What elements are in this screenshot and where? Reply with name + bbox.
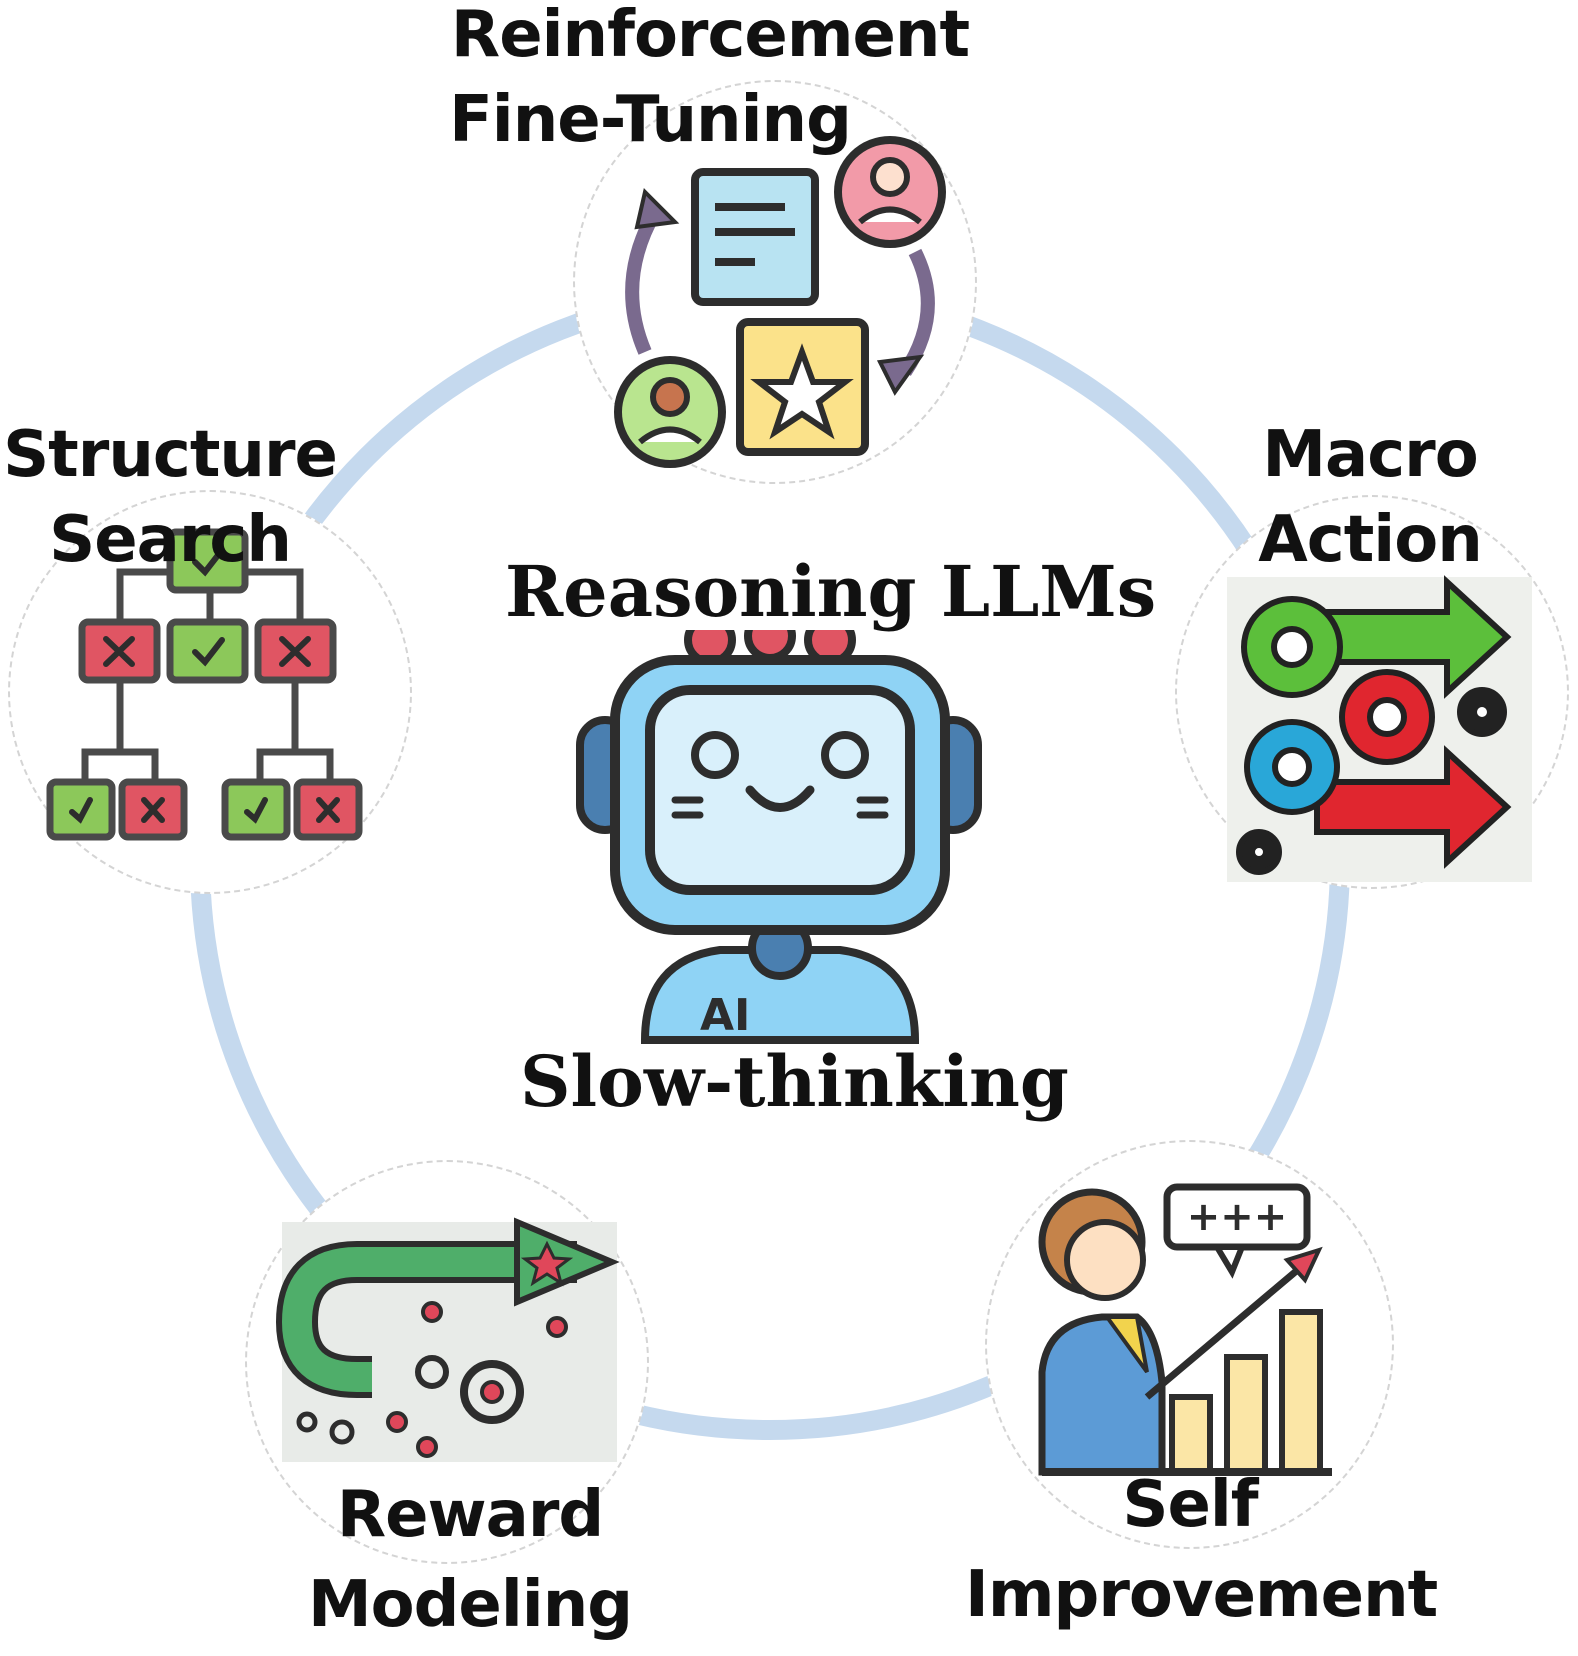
node-structure-search	[8, 490, 412, 894]
decision-tree-icon	[46, 528, 363, 841]
bubble-plus-text: +++	[1187, 1194, 1288, 1240]
label-macro: Macro	[1262, 418, 1478, 492]
center-subtitle: Slow-thinking	[520, 1040, 1069, 1123]
robot-badge: AI	[700, 990, 750, 1041]
label-self: Self	[1122, 1468, 1258, 1542]
label-reinforcement: Reinforcement	[450, 0, 970, 72]
label-structure: Structure	[3, 418, 338, 492]
gears-arrows-icon	[1227, 575, 1532, 882]
node-reinforcement-fine-tuning	[573, 80, 977, 484]
node-reward-modeling	[245, 1160, 649, 1564]
label-action: Action	[1258, 503, 1483, 577]
label-fine-tuning: Fine-Tuning	[449, 83, 852, 157]
label-reward: Reward	[336, 1478, 604, 1552]
label-search: Search	[49, 503, 292, 577]
robot-icon: AI	[576, 630, 982, 1044]
reward-path-icon	[275, 1217, 620, 1462]
label-modeling: Modeling	[307, 1568, 633, 1642]
feedback-loop-icon	[614, 136, 946, 468]
node-macro-action	[1175, 495, 1569, 889]
node-self-improvement: +++	[985, 1140, 1394, 1549]
center-title: Reasoning LLMs	[505, 550, 1157, 633]
label-improvement: Improvement	[965, 1558, 1438, 1632]
person-growth-chart-icon: +++	[1038, 1183, 1332, 1476]
